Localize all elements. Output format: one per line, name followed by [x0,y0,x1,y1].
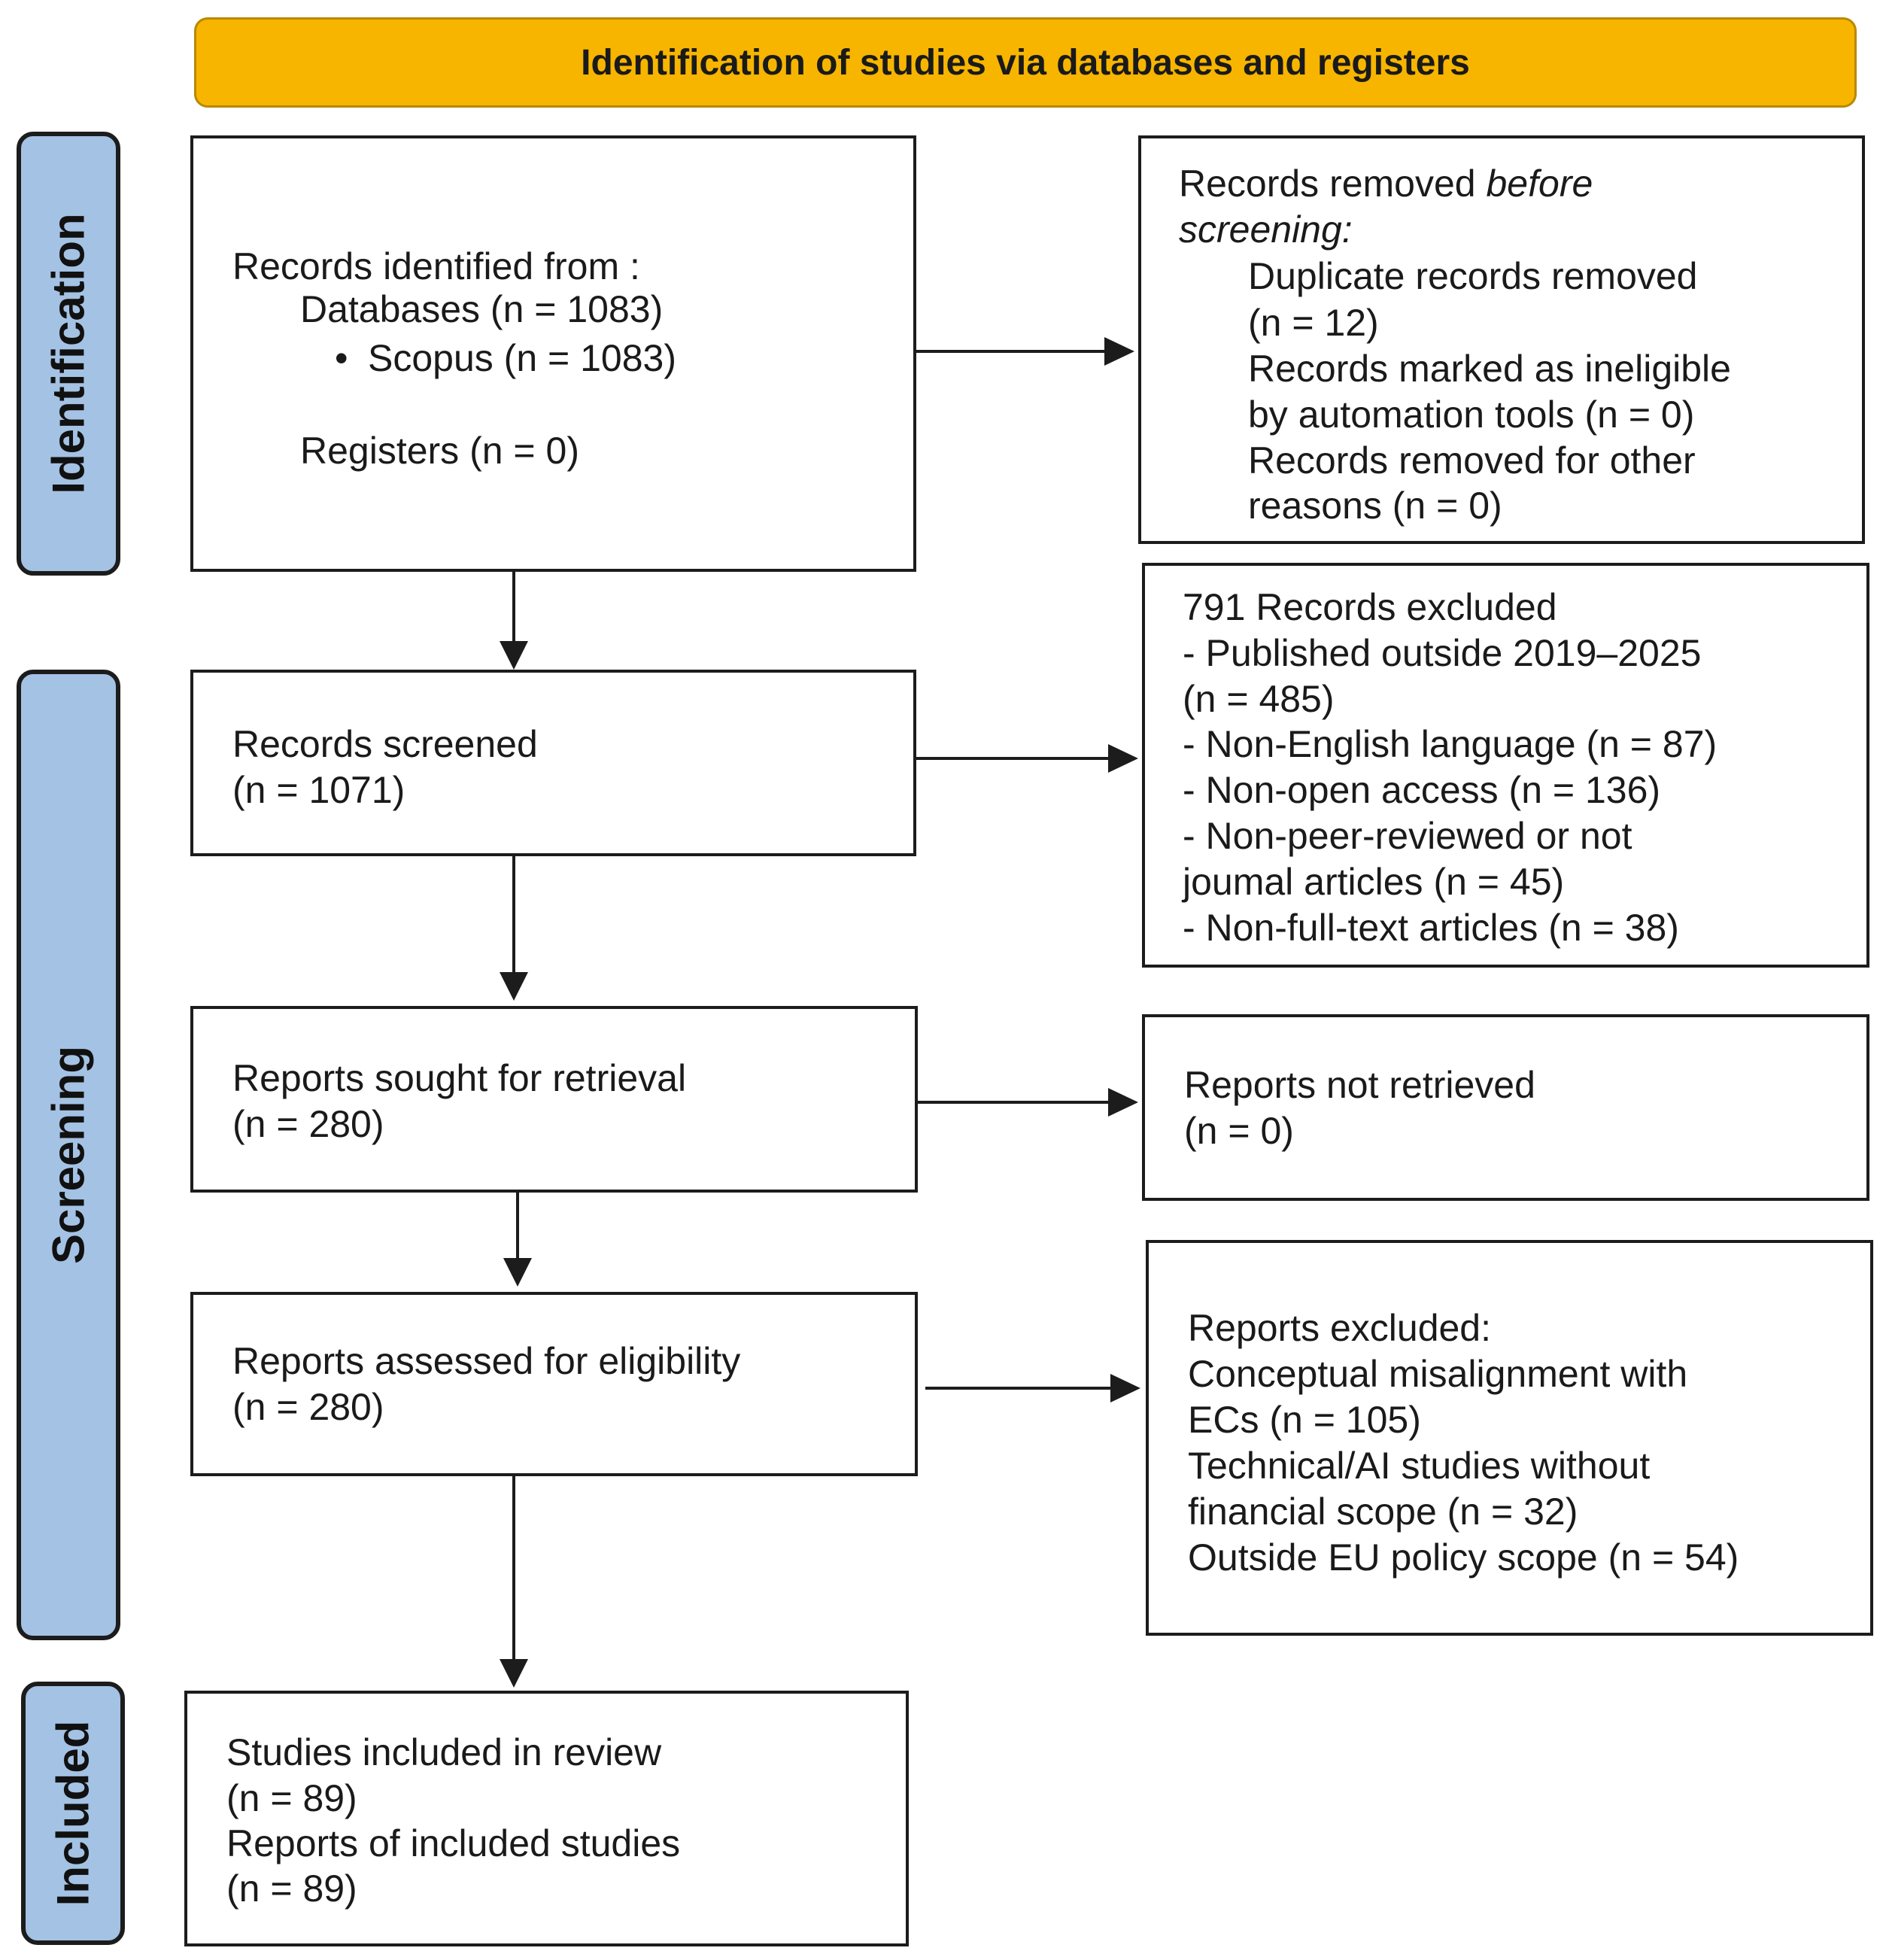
diagram-title-banner: Identification of studies via databases … [194,17,1857,108]
reports-not-retrieved-count: (n = 0) [1184,1110,1294,1152]
records-screened-label: Records screened [232,723,538,765]
records-removed-box: Records removed before screening: Duplic… [1138,135,1865,544]
records-identified-box: Records identified from : Databases (n =… [190,135,916,572]
studies-included-count: (n = 89) [226,1777,357,1819]
reports-included-count: (n = 89) [226,1867,357,1910]
diagram-title: Identification of studies via databases … [581,42,1470,83]
duplicates-label: Duplicate records removed [1248,255,1698,297]
bullet-marker: • [335,337,348,379]
reports-not-retrieved-label: Reports not retrieved [1184,1064,1535,1106]
reports-assessed-label: Reports assessed for eligibility [232,1340,741,1382]
reports-assessed-box: Reports assessed for eligibility (n = 28… [190,1292,918,1476]
excluded-peer-review-count: joumal articles (n = 45) [1183,861,1565,903]
reports-not-retrieved-box: Reports not retrieved (n = 0) [1142,1014,1869,1201]
excluded-full-text: - Non-full-text articles (n = 38) [1183,907,1679,949]
misalignment-count: ECs (n = 105) [1188,1399,1421,1441]
records-removed-heading-cont: screening: [1179,208,1353,251]
arrowhead-excluded [1108,744,1138,773]
reports-excluded-box: Reports excluded: Conceptual misalignmen… [1146,1240,1873,1636]
reports-excluded-heading: Reports excluded: [1188,1307,1492,1349]
arrowhead-assessed [503,1258,532,1287]
studies-included-label: Studies included in review [226,1731,662,1773]
reports-included-label: Reports of included studies [226,1822,681,1864]
reports-sought-count: (n = 280) [232,1103,384,1145]
reports-sought-label: Reports sought for retrieval [232,1057,687,1099]
arrowhead-removed [1104,337,1134,366]
duplicates-count: (n = 12) [1248,302,1379,344]
automation-count: by automation tools (n = 0) [1248,394,1695,436]
records-screened-count: (n = 1071) [232,769,405,811]
phase-included: Included [21,1682,125,1945]
excluded-language: - Non-English language (n = 87) [1183,723,1717,765]
reports-assessed-count: (n = 280) [232,1386,384,1428]
phase-screening-label: Screening [43,1045,94,1265]
misalignment-label: Conceptual misalignment with [1188,1353,1688,1395]
eu-scope-count: Outside EU policy scope (n = 54) [1188,1536,1739,1579]
technical-count: financial scope (n = 32) [1188,1491,1578,1533]
excluded-period: - Published outside 2019–2025 [1183,632,1702,674]
excluded-period-count: (n = 485) [1183,678,1335,720]
databases-count: Databases (n = 1083) [300,288,664,330]
records-removed-heading: Records removed before [1179,163,1593,205]
records-excluded-box: 791 Records excluded - Published outside… [1142,563,1869,968]
reports-sought-box: Reports sought for retrieval (n = 280) [190,1006,918,1193]
studies-included-box: Studies included in review (n = 89) Repo… [184,1691,909,1946]
excluded-access: - Non-open access (n = 136) [1183,769,1661,811]
phase-included-label: Included [47,1720,99,1907]
records-identified-heading: Records identified from : [232,245,640,287]
other-reasons-count: reasons (n = 0) [1248,485,1502,527]
technical-label: Technical/AI studies without [1188,1445,1651,1487]
arrowhead-not-retrieved [1108,1088,1138,1117]
excluded-peer-review: - Non-peer-reviewed or not [1183,815,1632,857]
phase-identification: Identification [17,132,120,576]
records-screened-box: Records screened (n = 1071) [190,670,916,856]
arrowhead-sought [500,972,528,1001]
automation-label: Records marked as ineligible [1248,348,1731,390]
scopus-count: Scopus (n = 1083) [368,337,676,379]
arrowhead-included [500,1659,528,1688]
phase-identification-label: Identification [43,213,94,494]
phase-screening: Screening [17,670,120,1640]
other-reasons-label: Records removed for other [1248,439,1696,482]
arrowhead-screened [500,641,528,670]
excluded-total: 791 Records excluded [1183,586,1557,628]
registers-count: Registers (n = 0) [300,430,579,472]
arrowhead-reports-excluded [1110,1374,1140,1402]
